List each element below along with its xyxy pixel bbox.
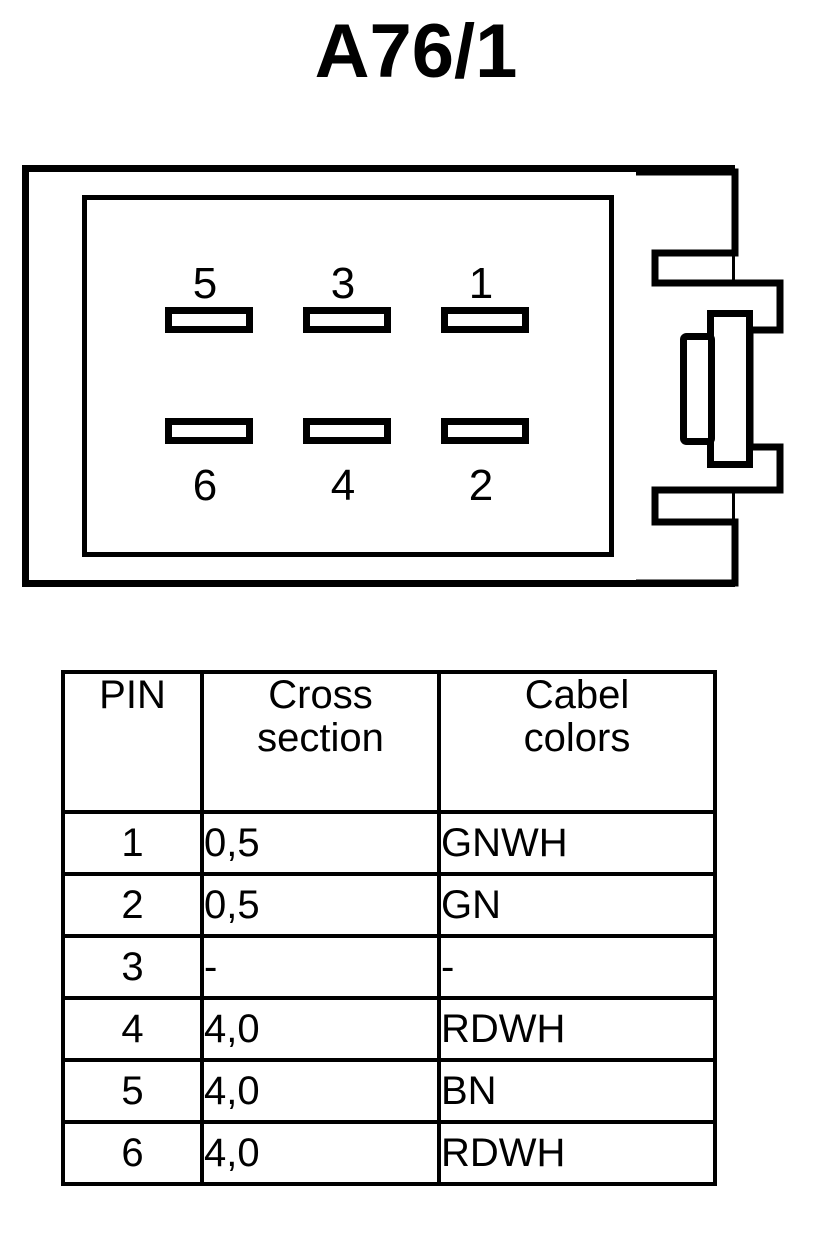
- header-cabel-colors: Cabel colors: [437, 670, 717, 814]
- table-row: 4 4,0 RDWH: [61, 996, 717, 1062]
- pin-label-3: 3: [331, 259, 355, 308]
- pin-slot-6: [165, 418, 253, 444]
- pin-label-5: 5: [193, 259, 217, 308]
- header-cross-line2: section: [257, 715, 384, 760]
- cell-pin: 4: [61, 996, 204, 1062]
- cell-cross: 4,0: [200, 1120, 441, 1186]
- cell-cross: -: [200, 934, 441, 1000]
- cell-cross: 0,5: [200, 872, 441, 938]
- pin-slot-2: [441, 418, 529, 444]
- table-row: 6 4,0 RDWH: [61, 1120, 717, 1186]
- latch-tab-outer: [707, 310, 753, 468]
- pin-label-1: 1: [469, 259, 493, 308]
- table-row: 2 0,5 GN: [61, 872, 717, 938]
- latch-tab-inner: [680, 333, 715, 445]
- pin-slot-5: [165, 307, 253, 333]
- cell-cross: 4,0: [200, 1058, 441, 1124]
- table-row: 5 4,0 BN: [61, 1058, 717, 1124]
- pin-label-6: 6: [193, 461, 217, 510]
- cell-color: -: [437, 934, 717, 1000]
- cell-pin: 5: [61, 1058, 204, 1124]
- cell-color: RDWH: [437, 1120, 717, 1186]
- header-color-line1: Cabel: [524, 673, 630, 717]
- table-row: 1 0,5 GNWH: [61, 810, 717, 876]
- pin-slot-1: [441, 307, 529, 333]
- page-title: A76/1: [314, 9, 518, 94]
- cell-pin: 2: [61, 872, 204, 938]
- cell-pin: 1: [61, 810, 204, 876]
- connector-inner-cavity: [82, 195, 614, 557]
- cell-cross: 0,5: [200, 810, 441, 876]
- pin-slot-3: [303, 307, 391, 333]
- header-pin-label: PIN: [99, 673, 166, 717]
- cell-color: GNWH: [437, 810, 717, 876]
- header-cross-section: Cross section: [200, 670, 441, 814]
- connector-diagram: 5 3 1 6 4 2: [0, 150, 832, 600]
- cell-color: RDWH: [437, 996, 717, 1062]
- table-header-row: PIN Cross section Cabel colors: [61, 670, 717, 814]
- table-row: 3 - -: [61, 934, 717, 1000]
- pinout-table: PIN Cross section Cabel colors 1 0,5 GNW…: [61, 670, 717, 1186]
- cell-pin: 6: [61, 1120, 204, 1186]
- pin-label-2: 2: [469, 461, 493, 510]
- cell-color: BN: [437, 1058, 717, 1124]
- header-cross-line1: Cross: [268, 673, 373, 717]
- pin-label-4: 4: [331, 461, 355, 510]
- cell-cross: 4,0: [200, 996, 441, 1062]
- header-pin: PIN: [61, 670, 204, 814]
- cell-color: GN: [437, 872, 717, 938]
- header-color-line2: colors: [523, 715, 631, 760]
- cell-pin: 3: [61, 934, 204, 1000]
- pin-slot-4: [303, 418, 391, 444]
